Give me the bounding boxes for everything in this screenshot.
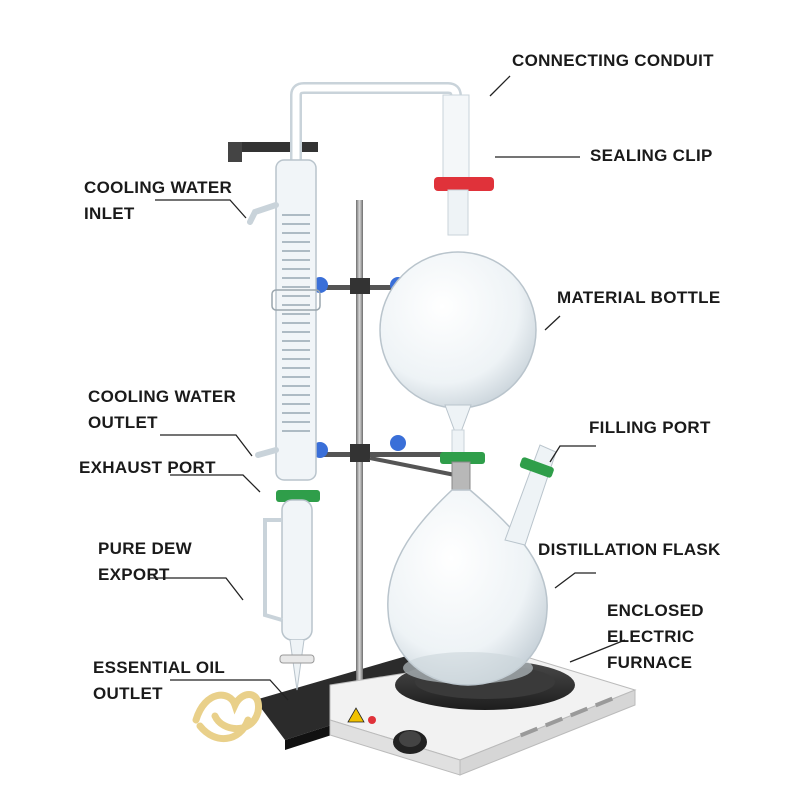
furnace-vents (519, 696, 614, 738)
furnace-knob (393, 730, 427, 754)
label-cooling-water-inlet: COOLING WATER INLET (84, 178, 233, 223)
label-enclosed-electric-furnace: ENCLOSED ELECTRIC FURNACE (607, 601, 704, 672)
connecting-conduit-tube (290, 82, 462, 181)
power-indicator (368, 716, 376, 724)
label-filling-port: FILLING PORT (589, 418, 711, 437)
label-pure-dew-export: PURE DEW EXPORT (98, 539, 193, 584)
condenser-column (247, 159, 321, 481)
flask-joint-clip (440, 452, 485, 464)
condenser-joint-clip (276, 490, 320, 502)
clamp-arm-lower (300, 435, 456, 477)
warning-triangle-icon (347, 707, 365, 723)
label-distillation-flask: DISTILLATION FLASK (538, 540, 721, 559)
stopcock (279, 654, 315, 664)
leader-lines (150, 75, 626, 701)
condenser-coil (282, 214, 310, 432)
top-clamp (228, 142, 318, 162)
sealing-clip-ring (434, 177, 494, 191)
label-cooling-water-outlet: COOLING WATER OUTLET (88, 387, 237, 432)
label-connecting-conduit: CONNECTING CONDUIT (512, 51, 714, 70)
filling-port-neck (504, 444, 557, 546)
label-exhaust-port: EXHAUST PORT (79, 458, 216, 477)
material-bottle-glass (379, 189, 537, 456)
label-material-bottle: MATERIAL BOTTLE (557, 288, 721, 307)
flask-neck-collar (451, 461, 471, 493)
label-sealing-clip: SEALING CLIP (590, 146, 713, 165)
label-essential-oil-outlet: ESSENTIAL OIL OUTLET (93, 658, 226, 703)
oil-separator (263, 499, 315, 691)
tubing-coil (192, 691, 262, 743)
